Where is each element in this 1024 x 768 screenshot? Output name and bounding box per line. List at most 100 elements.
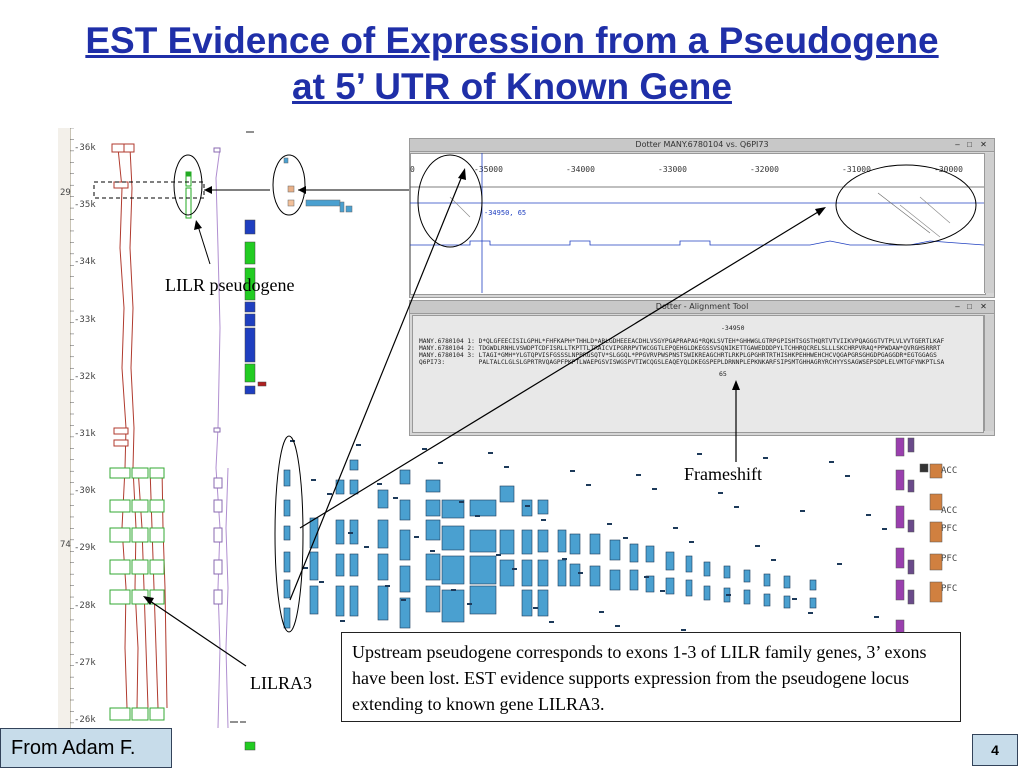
dotter-axis-tick: -32000 [750, 165, 779, 174]
right-col-label-3: PFC [941, 524, 958, 534]
maximize-icon[interactable]: □ [967, 302, 972, 311]
minimize-icon[interactable]: – [955, 140, 960, 149]
ruler-tick-label: -27k [74, 657, 96, 668]
gene-tick-mark [451, 589, 456, 591]
gene-models-lilr [117, 147, 168, 709]
gene-tick-mark [615, 625, 620, 627]
gene-tick-mark [541, 519, 546, 521]
gene-block [283, 499, 291, 517]
gene-block [469, 555, 497, 585]
gene-tick-mark [488, 452, 493, 454]
gene-block [665, 551, 675, 571]
page-number: 4 [972, 734, 1018, 766]
gene-block [499, 485, 515, 503]
ruler-tick-label: -30k [74, 486, 96, 497]
gene-block [537, 589, 549, 617]
close-icon[interactable]: ✕ [980, 140, 987, 149]
gene-tick-mark [385, 585, 390, 587]
gene-block [283, 469, 291, 487]
gene-tick-mark [364, 546, 369, 548]
gene-block [309, 517, 319, 549]
gene-tick-mark [681, 629, 686, 631]
alignment-row-4: Q6PI73: PALTALCLGLSLGPRTRVQAGPFPKPTLWAEP… [419, 359, 945, 366]
minimize-icon[interactable]: – [955, 302, 960, 311]
gene-block [609, 539, 621, 561]
gene-block [537, 529, 549, 553]
ruler-tick-label: -36k [74, 143, 96, 153]
maximize-icon[interactable]: □ [967, 140, 972, 149]
side-label-lower: 74 [60, 540, 71, 550]
alignment-score-marker: 65 [719, 370, 727, 378]
gene-block [763, 573, 771, 587]
alignment-row-1: MANY.6780104 1: D*QLGFEECISILGPHL*FHFKAP… [419, 338, 945, 345]
gene-block [335, 519, 345, 545]
credit-label: From Adam F. [0, 728, 172, 768]
alignment-row-3: MANY.6780104 3: LTAGI*GMH*YLGTQPVISFGSSS… [419, 352, 937, 359]
dotter-axis-tick: -31000 [842, 165, 871, 174]
dotter-plot-area[interactable] [410, 153, 986, 295]
alignment-scrollbar[interactable] [984, 315, 994, 431]
slide-title-line-1: EST Evidence of Expression from a Pseudo… [85, 20, 939, 61]
gene-block [425, 585, 441, 613]
gene-tick-mark [755, 545, 760, 547]
ruler-tick-label: -32k [74, 371, 96, 382]
gene-block [763, 593, 771, 607]
coordinate-ruler[interactable] [58, 128, 71, 740]
gene-block [537, 499, 549, 515]
gene-tick-mark [771, 559, 776, 561]
gene-block [309, 551, 319, 581]
gene-tick-mark [467, 603, 472, 605]
slide-title-line-2: at 5’ UTR of Known Gene [292, 66, 732, 107]
gene-tick-mark [660, 590, 665, 592]
genome-browser-view[interactable] [70, 128, 410, 768]
gene-block [569, 563, 581, 587]
right-col-label-2: ACC [941, 506, 958, 516]
gene-tick-mark [578, 572, 583, 574]
close-icon[interactable]: ✕ [980, 302, 987, 311]
gene-tick-mark [475, 515, 480, 517]
gene-track-blocks [244, 219, 267, 751]
dotter-window[interactable]: Dotter MANY.6780104 vs. Q6PI73 – □ ✕ 0 -… [409, 138, 995, 298]
gene-tick-mark [512, 568, 517, 570]
gene-block [783, 575, 791, 589]
dotter-titlebar[interactable]: Dotter MANY.6780104 vs. Q6PI73 [410, 139, 994, 152]
gene-tick-mark [718, 492, 723, 494]
gene-block [469, 585, 497, 615]
gene-tick-mark [327, 493, 332, 495]
gene-block [703, 585, 711, 601]
dotter-scrollbar[interactable] [984, 153, 994, 293]
gene-block [537, 559, 549, 587]
gene-block [399, 499, 411, 521]
gene-block [521, 529, 533, 555]
alignment-tool-titlebar[interactable]: Dotter - Alignment Tool [410, 301, 994, 314]
gene-tick-mark [874, 616, 879, 618]
gene-tick-mark [562, 558, 567, 560]
gene-tick-mark [303, 567, 308, 569]
gene-block [377, 585, 389, 621]
gene-block [665, 577, 675, 595]
gene-tick-mark [697, 453, 702, 455]
dotter-axis-tick: -30000 [934, 165, 963, 174]
gene-tick-mark [319, 581, 324, 583]
gene-tick-mark [845, 475, 850, 477]
alignment-content[interactable]: -34950 MANY.6780104 1: D*QLGFEECISILGPHL… [412, 315, 984, 433]
gene-block [521, 499, 533, 517]
alignment-tool-window[interactable]: Dotter - Alignment Tool – □ ✕ -34950 MAN… [409, 300, 995, 436]
gene-block [283, 525, 291, 541]
gene-tick-mark [586, 484, 591, 486]
gene-block [349, 479, 359, 495]
gene-cluster-blocks[interactable] [270, 430, 960, 640]
gene-block [309, 585, 319, 615]
gene-exons-red [111, 143, 135, 447]
right-col-label-4: PFC [941, 554, 958, 564]
gene-tick-mark [422, 448, 427, 450]
callout-lilr-pseudogene: LILR pseudogene [165, 275, 295, 295]
gene-tick-mark [533, 607, 538, 609]
gene-block [521, 589, 533, 617]
gene-tick-mark [496, 554, 501, 556]
gene-block [335, 585, 345, 617]
right-column-blocks[interactable] [890, 430, 960, 740]
dotter-axis-tick: -33000 [658, 165, 687, 174]
gene-block [589, 565, 601, 587]
slide-title: EST Evidence of Expression from a Pseudo… [0, 18, 1024, 110]
